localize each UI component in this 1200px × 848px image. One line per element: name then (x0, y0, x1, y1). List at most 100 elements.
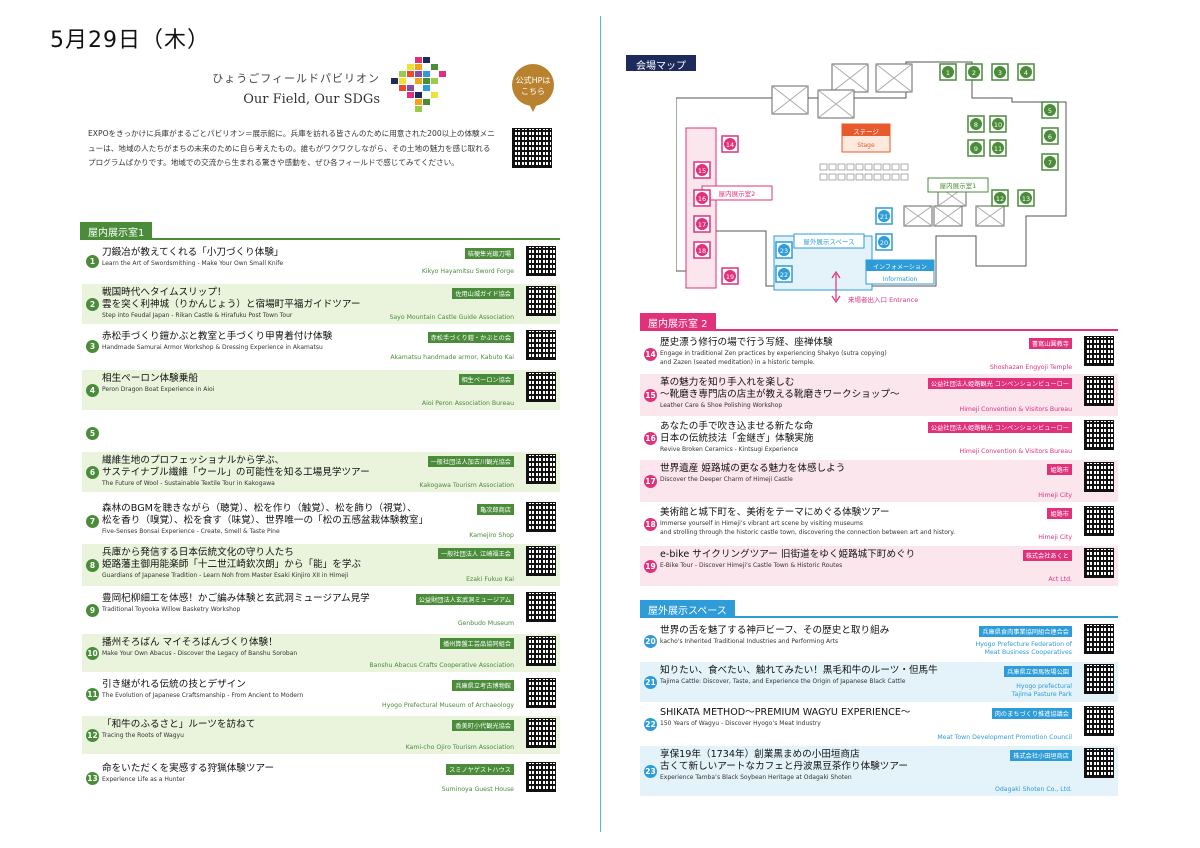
map-marker-number: 14 (726, 141, 734, 149)
item-qr-code[interactable] (526, 592, 556, 622)
organizer-name-en: Himeji City (1038, 492, 1072, 499)
organizer-name-en: Kakogawa Tourism Association (419, 482, 514, 489)
map-marker-number: 7 (1048, 159, 1052, 167)
logo-tile (399, 78, 406, 84)
map-marker-number: 13 (1022, 195, 1030, 203)
item-qr-code[interactable] (1084, 376, 1114, 406)
item-qr-code[interactable] (526, 762, 556, 792)
item-qr-code[interactable] (526, 502, 556, 532)
item-qr-code[interactable] (1084, 336, 1114, 366)
organizer-tag: 亀次郎商店 (477, 504, 514, 515)
item-qr-code[interactable] (1084, 624, 1114, 654)
item-qr-code[interactable] (1084, 548, 1114, 578)
item-title-en: Handmade Samurai Armor Workshop & Dressi… (102, 344, 323, 351)
map-roof-line (975, 205, 1005, 227)
item-qr-code[interactable] (526, 454, 556, 484)
organizer-name-en: Hyogo Prefectural Museum of Archaeology (382, 702, 514, 709)
item-qr-code[interactable] (1084, 748, 1114, 778)
section-venue-map: 会場マップ (626, 55, 696, 72)
map-outdoor-tag (793, 233, 865, 249)
map-seat (819, 163, 828, 171)
map-marker (1044, 130, 1056, 142)
map-stage-label: ステージ (853, 128, 879, 136)
logo-tile (399, 71, 406, 77)
map-marker (970, 142, 982, 154)
item-title-en: The Evolution of Japanese Craftsmanship … (102, 692, 304, 699)
item-title-jp: 美術館と城下町を、美術をテーマにめぐる体験ツアー (660, 507, 890, 518)
item-title-en: Make Your Own Abacus - Discover the Lega… (102, 650, 298, 657)
item-title-en: The Future of Wool - Sustainable Textile… (102, 480, 275, 487)
organizer-tag: 公益社団法人姫路観光 コンベンションビューロー (927, 378, 1072, 389)
organizer-tag: 一般社団法人 江崎福王会 (437, 548, 514, 559)
date-heading: 5月29日（木） (50, 28, 210, 53)
organizer-name-en: Akamatsu handmade armor, Kabuto Kai (390, 354, 514, 361)
item-number-badge: 10 (86, 646, 99, 660)
map-marker-number: 21 (880, 213, 888, 221)
map-seat (873, 173, 882, 181)
item-qr-code[interactable] (526, 246, 556, 276)
item-qr-code[interactable] (1084, 462, 1114, 492)
list-item[interactable]: 5 (82, 416, 560, 450)
map-roof-line (831, 63, 869, 93)
map-seat (900, 173, 909, 181)
official-site-badge[interactable]: 公式HPは こちら (512, 64, 554, 112)
item-qr-code[interactable] (526, 286, 556, 316)
item-number-badge: 17 (644, 474, 657, 488)
logo-tile (431, 64, 438, 70)
item-qr-code[interactable] (526, 372, 556, 402)
map-info-label-en: Information (883, 276, 918, 283)
section-outdoor-space: 屋外展示スペース (640, 600, 735, 617)
item-qr-code[interactable] (1084, 664, 1114, 694)
item-title-jp: 繊維生地のプロフェッショナルから学ぶ、 (102, 455, 285, 466)
item-number-badge: 22 (644, 717, 657, 731)
item-title-jp-line2: ～靴磨き専門店の店主が教える靴磨きワークショップ～ (660, 389, 900, 400)
official-site-qr-code[interactable] (512, 128, 552, 168)
map-marker (696, 192, 708, 204)
item-number-badge: 18 (644, 517, 657, 531)
map-marker-number: 12 (996, 195, 1004, 203)
logo-tile (415, 92, 422, 98)
map-seat (837, 163, 846, 171)
item-number-badge: 7 (86, 514, 99, 528)
item-title-jp: 革の魅力を知り手入れを楽しむ (660, 377, 795, 388)
item-qr-code[interactable] (1084, 506, 1114, 536)
organizer-name-en: Meat Town Development Promotion Council (937, 734, 1072, 741)
item-qr-code[interactable] (526, 678, 556, 708)
item-title-en: Engage in traditional Zen practices by e… (660, 350, 887, 357)
item-qr-code[interactable] (1084, 420, 1114, 450)
item-qr-code[interactable] (526, 330, 556, 360)
item-qr-code[interactable] (526, 546, 556, 576)
item-number-badge: 3 (86, 339, 99, 353)
item-number-badge: 8 (86, 558, 99, 572)
map-marker (878, 210, 890, 222)
item-qr-code[interactable] (526, 718, 556, 748)
item-title-en: Five-Senses Bonsai Experience - Create, … (102, 528, 280, 535)
item-qr-code[interactable] (526, 636, 556, 666)
map-entrance-label: 来場者出入口 Entrance (848, 295, 918, 304)
item-qr-code[interactable] (1084, 706, 1114, 736)
item-title-jp-line2: 雲を突く利神城（りかんじょう）と宿場町平福ガイドツアー (102, 299, 361, 310)
